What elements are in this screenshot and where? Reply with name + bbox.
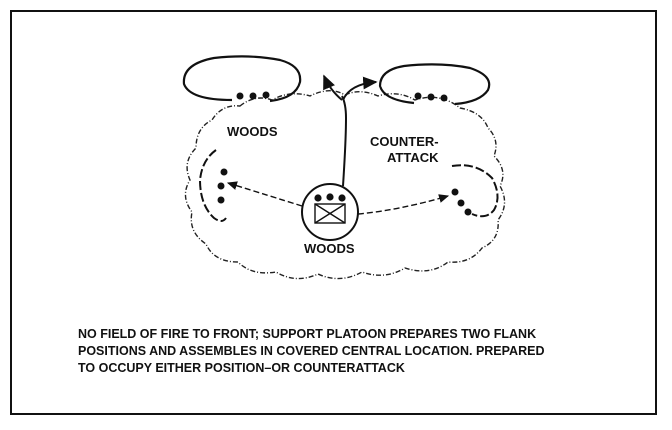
central-assembly-circle	[301, 183, 359, 241]
position-right-flank	[451, 164, 499, 218]
position-top-left	[182, 55, 302, 103]
caption-line-3: TO OCCUPY EITHER POSITION–OR COUNTERATTA…	[78, 361, 405, 375]
squad-dots-right-flank	[451, 188, 472, 216]
platoon-symbol	[314, 203, 346, 224]
label-counterattack-1: COUNTER-	[370, 134, 439, 149]
figure-caption: NO FIELD OF FIRE TO FRONT; SUPPORT PLATO…	[78, 326, 648, 377]
position-top-right	[378, 63, 491, 106]
squad-dots-top-right	[414, 92, 448, 102]
squad-dots-left-flank	[217, 168, 228, 204]
counterattack-arrow-right	[342, 76, 378, 101]
position-left-flank	[198, 149, 227, 222]
label-counterattack-2: ATTACK	[387, 150, 439, 165]
counterattack-stem	[341, 95, 348, 187]
woods-outline	[184, 90, 506, 280]
arrow-to-left-flank	[226, 181, 303, 207]
label-woods-center: WOODS	[304, 241, 355, 256]
caption-line-1: NO FIELD OF FIRE TO FRONT; SUPPORT PLATO…	[78, 327, 537, 341]
label-woods-left: WOODS	[227, 124, 278, 139]
central-dots	[314, 193, 346, 202]
caption-line-2: POSITIONS AND ASSEMBLES IN COVERED CENTR…	[78, 344, 545, 358]
squad-dots-top-left	[236, 91, 270, 100]
arrow-to-right-flank	[357, 194, 450, 215]
counterattack-arrow-left	[323, 74, 343, 101]
